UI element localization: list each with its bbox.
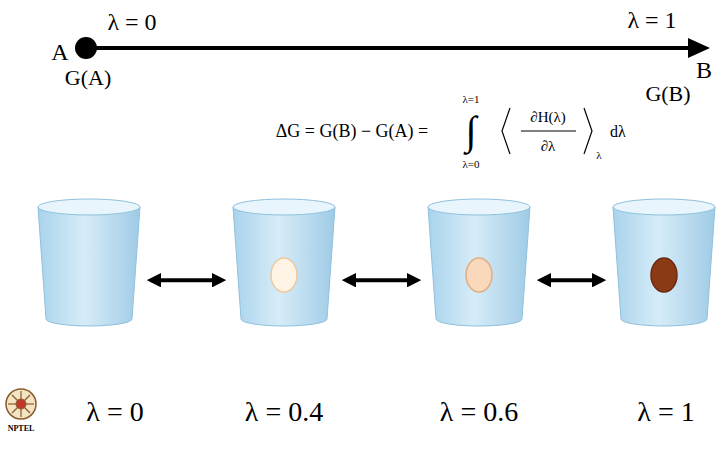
- derivative-numerator: ∂H(λ): [530, 110, 566, 125]
- solute-particle: [271, 258, 297, 292]
- glass: λ = 0.4: [232, 197, 336, 327]
- glass: λ = 0: [37, 197, 141, 327]
- lambda-label: λ = 0.6: [440, 398, 518, 426]
- logo-ring: [6, 389, 36, 419]
- lambda-value: λ = 0: [107, 10, 156, 34]
- state-name: A: [51, 40, 68, 64]
- free-energy: G(B): [645, 83, 690, 105]
- logo-spokes: [8, 391, 34, 417]
- integral-limit: λ=1: [462, 94, 479, 105]
- arrow-head: [688, 38, 710, 58]
- state-dot: [75, 37, 97, 59]
- path-axis: [86, 46, 692, 50]
- logo-text: NPTEL: [8, 425, 35, 433]
- fraction-bar: [521, 130, 576, 131]
- equation-text: ΔG = G(B) − G(A) =: [276, 122, 429, 140]
- solute-particle: [466, 258, 492, 292]
- double-arrow: [541, 278, 602, 282]
- double-arrow: [151, 278, 222, 282]
- state-name: B: [696, 58, 712, 82]
- glass-body: [233, 207, 335, 326]
- glass-rim: [613, 199, 715, 215]
- glass-shape: [427, 197, 531, 327]
- nptel-logo: [6, 389, 36, 419]
- lambda-label: λ = 0: [86, 398, 143, 426]
- lambda-value: λ = 1: [627, 8, 676, 32]
- glass-rim: [428, 199, 530, 215]
- integral-limit: λ=0: [462, 159, 479, 170]
- glass-shape: [232, 197, 336, 327]
- derivative-denominator: ∂λ: [541, 139, 556, 154]
- glass-body: [613, 207, 715, 326]
- glass: λ = 1: [612, 197, 716, 327]
- glass-shape: [37, 197, 141, 327]
- path-line: [75, 37, 710, 59]
- lambda-label: λ = 0.4: [245, 398, 323, 426]
- double-arrow: [346, 278, 417, 282]
- glass-body: [38, 207, 140, 326]
- equation-marks: [502, 108, 592, 154]
- angle-bracket: [584, 108, 592, 154]
- solute-particle: [651, 258, 677, 292]
- integration-variable: dλ: [610, 124, 626, 140]
- angle-bracket: [502, 108, 510, 154]
- free-energy: G(A): [65, 67, 111, 89]
- ensemble-subscript: λ: [596, 150, 601, 161]
- glass-rim: [38, 199, 140, 215]
- glass-body: [428, 207, 530, 326]
- glass-shape: [612, 197, 716, 327]
- glass: λ = 0.6: [427, 197, 531, 327]
- lambda-label: λ = 1: [637, 398, 694, 426]
- glass-rim: [233, 199, 335, 215]
- integral-sign: ∫: [466, 111, 477, 151]
- logo-centre: [16, 399, 26, 409]
